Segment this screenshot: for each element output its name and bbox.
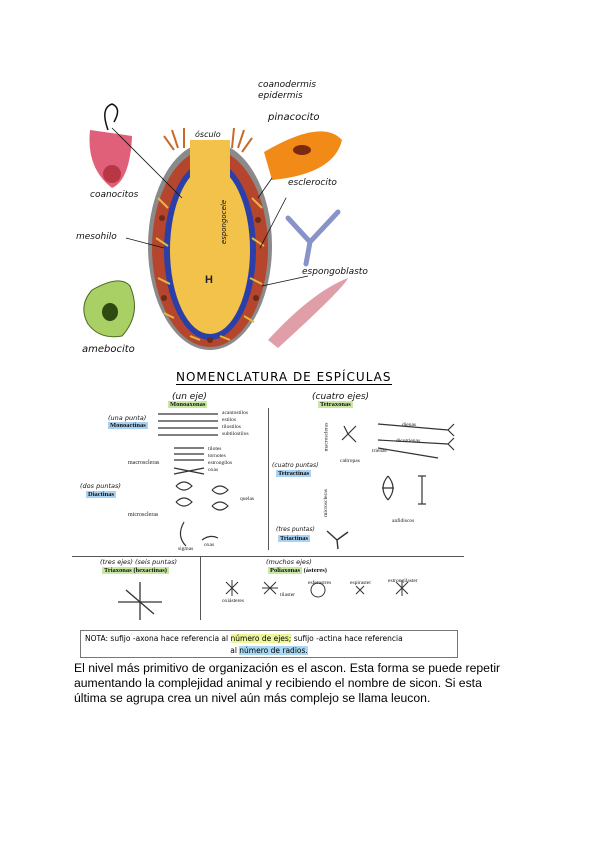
- label-coanocitos: coanocitos: [90, 190, 139, 200]
- trienas-label: trienas: [372, 448, 387, 454]
- label-esclerocito: esclerocito: [288, 178, 337, 188]
- caltropas-label: caltropas: [340, 458, 360, 464]
- tetraxonas-note: (cuatro ejes): [312, 392, 370, 402]
- monoaxonas-title: Monoaxonas: [168, 401, 208, 408]
- estrongilaster-label: estrongilaster: [388, 578, 418, 584]
- label-espongocele: espongocele: [220, 199, 229, 245]
- osculum-opening: [190, 140, 230, 180]
- monoaxonas-types: acantostilos estilos tilostilos subtilos…: [222, 410, 249, 437]
- tilaster-label: tilaster: [280, 592, 295, 598]
- nota-box: NOTA: sufijo -axona hace referencia al n…: [80, 630, 458, 658]
- label-atrium-letter: H: [205, 274, 213, 286]
- sponge-diagram: coanodermis epidermis ósculo pinacocito …: [72, 78, 372, 368]
- label-pinacocito: pinacocito: [268, 112, 320, 123]
- tetraxonas-title: Tetraxonas: [318, 401, 353, 408]
- label-espongoblasto: espongoblasto: [302, 267, 368, 277]
- poliaxonas-note: (muchos ejes): [266, 558, 312, 566]
- poliaxonas-drawings: [225, 580, 409, 598]
- tetraxonas-drawings: [341, 423, 455, 505]
- monoaxonas-note: (un eje): [172, 392, 207, 402]
- oxiasteres-label: oxiásteres: [222, 598, 244, 604]
- body-paragraph: El nivel más primitivo de organización e…: [74, 661, 501, 705]
- divider-bottom: [200, 556, 201, 620]
- label-osculo: ósculo: [195, 130, 221, 139]
- oxas-micro-label: oxas: [204, 542, 215, 548]
- triaxonas-title: Triaxonas (hexactinas): [102, 567, 169, 574]
- dienas-label: dienas: [402, 422, 417, 428]
- label-mesohilo: mesohilo: [76, 232, 117, 242]
- label-epidermis: epidermis: [258, 91, 303, 101]
- amebocito-illustration: [83, 237, 165, 338]
- sponge-illustration: [83, 103, 348, 350]
- divider-vertical: [268, 408, 269, 550]
- tetractinas-note: (cuatro puntas): [272, 462, 319, 469]
- diactinas-note: (dos puntas): [80, 482, 121, 490]
- label-coanodermis: coanodermis: [258, 80, 317, 90]
- pinacocito-illustration: [257, 131, 342, 199]
- label-amebocito: amebocito: [82, 344, 135, 355]
- monoactinas-title: Monoactinas: [108, 422, 148, 429]
- tetraxonas-micro-label: microscleras: [322, 489, 329, 517]
- diactinas-macro-types: tilotes tornotes estrongilos oxas: [208, 446, 233, 473]
- monoactinas-drawings: [158, 413, 218, 436]
- espongoblasto-illustration: [261, 275, 348, 348]
- hexactina-drawing: [118, 582, 162, 620]
- coanocito-illustration: [89, 103, 183, 199]
- divider-horizontal: [72, 556, 464, 557]
- quelas-label: quelas: [240, 496, 255, 502]
- poliaxonas-title: Poliaxonas (ásteres): [268, 567, 327, 574]
- nomenclature-chart: NOMENCLATURA DE ESPÍCULAS (un eje) Monoa…: [72, 366, 464, 628]
- diactinas-micro-label: microscleras: [128, 512, 159, 518]
- diactinas-macro-label: macroscleras: [128, 460, 160, 466]
- dicotrienas-label: dicotrienas: [396, 438, 421, 444]
- anfidiscos-label: anfidiscos: [392, 518, 415, 524]
- atrium: [170, 166, 250, 334]
- tetraxonas-macro-label: macroscleras: [323, 422, 330, 452]
- diactinas-drawings: [173, 447, 229, 547]
- esclerocito-illustration: [259, 197, 341, 267]
- triactinas-note: (tres puntas): [276, 526, 315, 533]
- nota-line-2: al número de radios.: [230, 646, 308, 655]
- tetractinas-title: Tetractinas: [276, 470, 312, 477]
- diactinas-title: Diactinas: [86, 491, 116, 498]
- monoactinas-note: (una punta): [108, 414, 147, 422]
- triactinas-drawing: [326, 530, 349, 550]
- triactinas-title: Triactinas: [278, 535, 311, 542]
- espiraster-label: espiraster: [350, 580, 372, 586]
- nota-line-1: NOTA: sufijo -axona hace referencia al n…: [85, 634, 403, 643]
- triaxonas-note: (tres ejes) (seis puntas): [100, 558, 178, 566]
- sigmas-label: sigmas: [178, 546, 194, 552]
- nomenclature-title: NOMENCLATURA DE ESPÍCULAS: [176, 370, 392, 385]
